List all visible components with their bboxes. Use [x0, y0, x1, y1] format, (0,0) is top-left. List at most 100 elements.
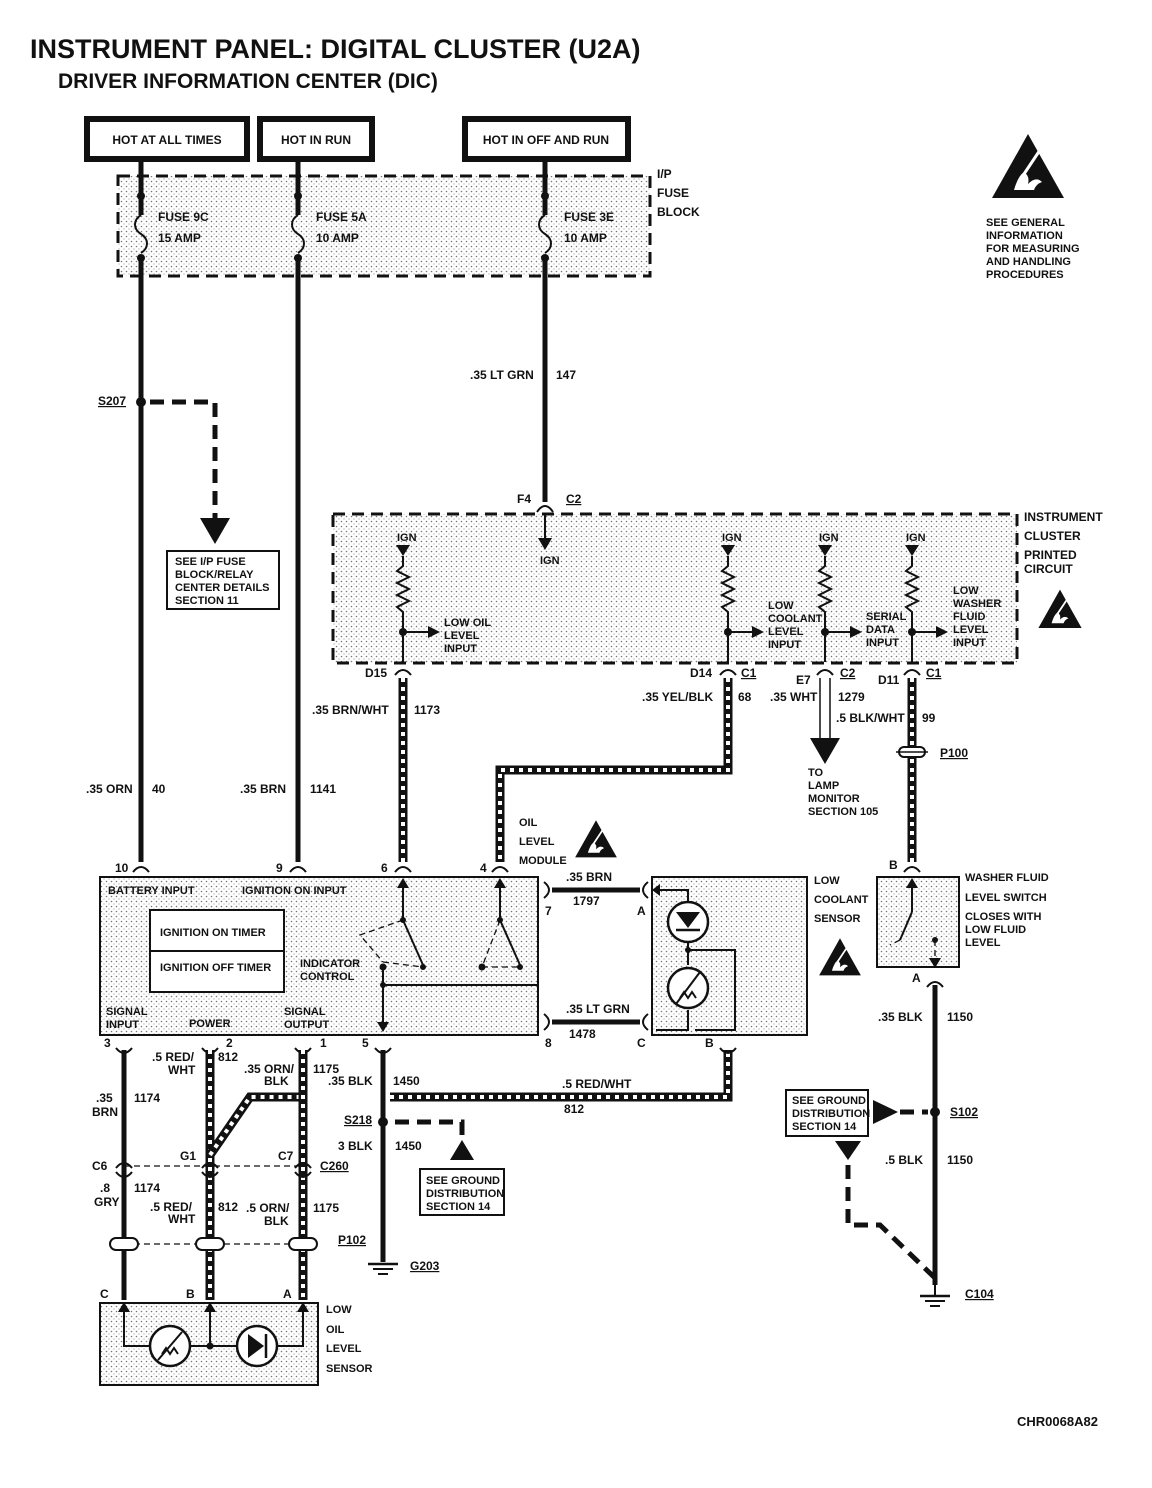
- svg-text:LOW: LOW: [953, 585, 979, 597]
- wire-68: [495, 678, 733, 862]
- esd-warning-icon: [990, 132, 1066, 200]
- wire-812-gauge: .5 RED/: [152, 1050, 195, 1064]
- hot-in-run-box: HOT IN RUN: [257, 116, 375, 162]
- low-oil-level-sensor: [99, 1302, 319, 1386]
- connector-c1-label: C1: [926, 666, 942, 680]
- wire-1175-circuit: 1175: [313, 1062, 339, 1076]
- wire-812-gauge: WHT: [168, 1212, 196, 1226]
- low-oil-level-sensor-label: LOW OIL LEVEL SENSOR: [326, 1304, 373, 1375]
- svg-text:LOW: LOW: [326, 1304, 352, 1316]
- svg-text:FUSE: FUSE: [657, 186, 689, 200]
- wire-99-gauge: .5 BLK/WHT: [836, 711, 905, 725]
- coolant-pin-a-label: A: [637, 904, 646, 918]
- wire-1279: [810, 678, 840, 764]
- esd-warning-icon: [1037, 588, 1083, 629]
- wire-99-circuit: 99: [922, 711, 936, 725]
- svg-text:IGNITION ON TIMER: IGNITION ON TIMER: [160, 927, 266, 939]
- svg-text:CLUSTER: CLUSTER: [1024, 529, 1081, 543]
- ip-fuse-block: I/P FUSE BLOCK: [116, 167, 700, 278]
- low-coolant-sensor-label: LOW COOLANT SENSOR: [814, 875, 869, 925]
- wire-68-gauge: .35 YEL/BLK: [642, 690, 713, 704]
- hot-at-all-times-box: HOT AT ALL TIMES: [84, 116, 250, 162]
- svg-text:POWER: POWER: [189, 1018, 231, 1030]
- svg-text:LOW OIL: LOW OIL: [444, 617, 491, 629]
- wire-147-circuit: 147: [556, 368, 576, 382]
- wire-68-circuit: 68: [738, 690, 752, 704]
- svg-text:IGNITION OFF TIMER: IGNITION OFF TIMER: [160, 962, 271, 974]
- wire-40-circuit: 40: [152, 782, 166, 796]
- arrow-up-icon: [450, 1140, 474, 1160]
- svg-text:CENTER DETAILS: CENTER DETAILS: [175, 582, 270, 594]
- svg-text:PRINTED: PRINTED: [1024, 548, 1077, 562]
- svg-text:MODULE: MODULE: [519, 855, 567, 867]
- cluster-low-coolant-resistor: IGN LOW COOLANT LEVEL INPUT: [719, 532, 823, 662]
- wire-1279-circuit: 1279: [838, 690, 865, 704]
- svg-text:IGN: IGN: [397, 532, 417, 544]
- splice-g1-label: G1: [180, 1149, 196, 1163]
- splice-s102-label: S102: [950, 1105, 978, 1119]
- svg-text:CLOSES WITH: CLOSES WITH: [965, 911, 1041, 923]
- pin-4-label: 4: [480, 861, 487, 875]
- svg-text:AND HANDLING: AND HANDLING: [986, 256, 1071, 268]
- wire-1141-gauge: .35 BRN: [240, 782, 286, 796]
- wire-1478-gauge: .35 LT GRN: [566, 1002, 630, 1016]
- splice-s102: [930, 1107, 940, 1117]
- connector-c2-label: C2: [840, 666, 856, 680]
- svg-text:LEVEL: LEVEL: [768, 626, 804, 638]
- svg-text:IGNITION ON INPUT: IGNITION ON INPUT: [242, 885, 347, 897]
- s207-reference-line: [150, 399, 218, 520]
- svg-text:INPUT: INPUT: [866, 637, 899, 649]
- wire-812: [205, 1050, 733, 1300]
- svg-text:SECTION 14: SECTION 14: [792, 1121, 857, 1133]
- wire-1174-gauge: GRY: [94, 1195, 120, 1209]
- hot-in-off-and-run-box: HOT IN OFF AND RUN: [462, 116, 631, 162]
- svg-text:SEE I/P FUSE: SEE I/P FUSE: [175, 556, 246, 568]
- svg-text:SEE GENERAL: SEE GENERAL: [986, 217, 1065, 229]
- wire-1174-circuit: 1174: [134, 1181, 160, 1195]
- connector-c2-label: C2: [566, 492, 582, 506]
- svg-text:FUSE 3E: FUSE 3E: [564, 210, 614, 224]
- svg-text:WASHER FLUID: WASHER FLUID: [965, 872, 1049, 884]
- svg-text:COOLANT: COOLANT: [768, 613, 823, 625]
- svg-text:PROCEDURES: PROCEDURES: [986, 269, 1064, 281]
- pin-2-label: 2: [226, 1036, 233, 1050]
- wire-1173-gauge: .35 BRN/WHT: [312, 703, 389, 717]
- coolant-pin-c-label: C: [637, 1036, 646, 1050]
- wire-1173-circuit: 1173: [414, 703, 440, 717]
- svg-text:BLOCK/RELAY: BLOCK/RELAY: [175, 569, 254, 581]
- diagram-title: INSTRUMENT PANEL: DIGITAL CLUSTER (U2A): [30, 34, 640, 64]
- svg-text:MONITOR: MONITOR: [808, 793, 860, 805]
- pin-9-label: 9: [276, 861, 283, 875]
- svg-text:10 AMP: 10 AMP: [564, 231, 607, 245]
- wire-1150-gauge: .5 BLK: [885, 1153, 923, 1167]
- svg-text:LOW: LOW: [814, 875, 840, 887]
- arrow-down-icon: [835, 1141, 861, 1160]
- wire-1175-circuit: 1175: [313, 1201, 339, 1215]
- svg-text:SECTION 14: SECTION 14: [426, 1201, 491, 1213]
- washer-pin-a-label: A: [912, 971, 921, 985]
- ground-distribution-note: SEE GROUND DISTRIBUTION SECTION 14: [419, 1168, 505, 1216]
- oil-level-module-label: OIL LEVEL MODULE: [519, 817, 567, 867]
- oil-sensor-pin-b-label: B: [186, 1287, 195, 1301]
- svg-text:FUSE 5A: FUSE 5A: [316, 210, 367, 224]
- svg-text:WASHER: WASHER: [953, 598, 1001, 610]
- svg-text:INPUT: INPUT: [444, 643, 477, 655]
- splice-s207-label: S207: [98, 394, 126, 408]
- wire-1478-circuit: 1478: [569, 1027, 596, 1041]
- washer-pin-b-label: B: [889, 858, 898, 872]
- connector-c260-label: C260: [320, 1159, 349, 1173]
- pin-3-label: 3: [104, 1036, 111, 1050]
- wire-812-circuit: 812: [564, 1102, 584, 1116]
- connector-e7-label: E7: [796, 673, 811, 687]
- svg-text:SERIAL: SERIAL: [866, 611, 907, 623]
- svg-text:IGN: IGN: [906, 532, 926, 544]
- coolant-pin-b-label: B: [705, 1036, 714, 1050]
- svg-text:I/P: I/P: [657, 167, 672, 181]
- svg-text:SECTION 105: SECTION 105: [808, 806, 878, 818]
- svg-text:FUSE 9C: FUSE 9C: [158, 210, 209, 224]
- wire-1174-gauge: .8: [100, 1181, 110, 1195]
- svg-text:HOT AT ALL TIMES: HOT AT ALL TIMES: [112, 133, 221, 147]
- oil-sensor-pin-c-label: C: [100, 1287, 109, 1301]
- splice-s218: [378, 1117, 388, 1127]
